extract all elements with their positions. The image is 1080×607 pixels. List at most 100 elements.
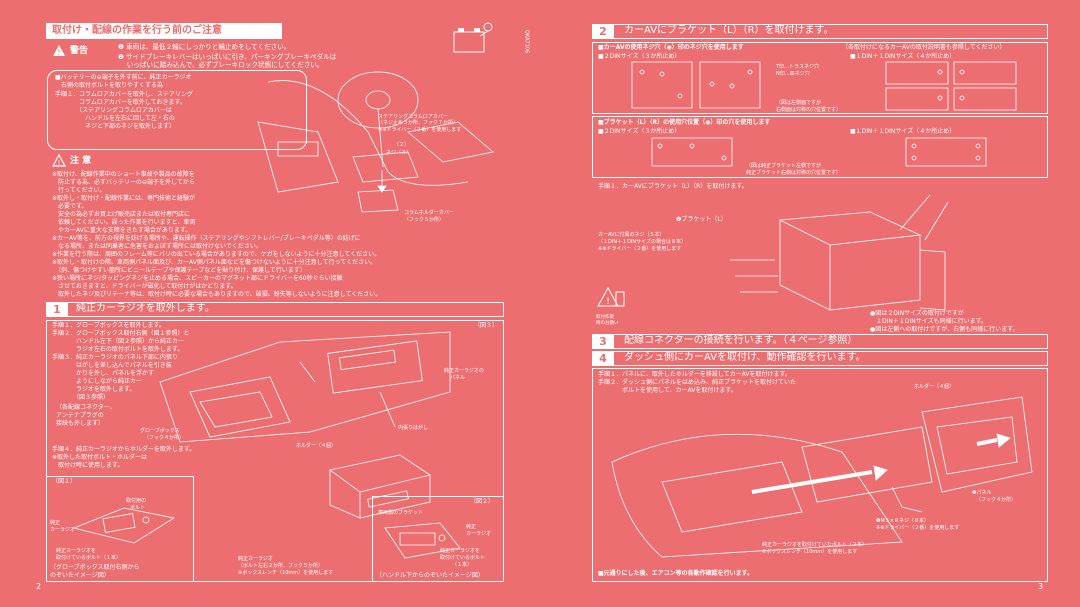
bracket-din2-illustration bbox=[652, 138, 732, 168]
fig-note-line: ●図は左側への取付けですが、右側も同様に行います。 bbox=[870, 326, 1019, 333]
fig2-bolt-label-line: （１本） bbox=[452, 562, 473, 568]
step4-number: 4 bbox=[592, 351, 614, 366]
battery-icon bbox=[446, 22, 494, 56]
steering-cover-label-line: ※⊕ドライバー（２番）を使用します bbox=[378, 127, 462, 133]
connector-line: （各配線コネクター、 bbox=[56, 404, 116, 411]
bracket-din11-illustration bbox=[906, 138, 986, 168]
panel-label-line: ❶パネル bbox=[972, 490, 992, 496]
svg-text:!: ! bbox=[606, 297, 610, 307]
warning-line: いっぱいに踏み込んで、必ずブレーキロック状態にしてください。 bbox=[118, 61, 324, 69]
fig1-caption-line: （グローブボックス取付右側から bbox=[50, 564, 140, 571]
step1-line: 手順１．グローブボックスを取外します。 bbox=[52, 322, 165, 329]
bracket-note-line: 純正ブラケット右側は対称の穴位置です） bbox=[746, 170, 842, 176]
radio-panel-label-line: パネル bbox=[450, 375, 466, 381]
step4-line: 取付け時に使用します。 bbox=[52, 462, 124, 469]
step4-title: ダッシュ側にカーAVを取付け、動作確認を行います。 bbox=[624, 352, 866, 363]
step4-frame bbox=[592, 368, 1048, 582]
small-warning-label-line: 時のお願い bbox=[596, 321, 619, 326]
step4-line: 手順１．パネルに、取外したホルダーを移設してカーAVを取付けます。 bbox=[598, 371, 791, 378]
screw-m5-label-line: ❸M５×８ネジ（８本） bbox=[876, 518, 929, 524]
step1-figure-frame bbox=[46, 320, 504, 582]
steering-column-illustration bbox=[258, 62, 508, 212]
battery-line: ネジと下部のネジを取外します） bbox=[55, 123, 176, 130]
caution-line: やカーAVに重大な支障をきたす場合があります。 bbox=[52, 227, 192, 234]
caution-full-line: ※取外し・取付けの際、車両側パネル面及び、カーAV側パネル面などを傷つけないよう… bbox=[52, 259, 377, 266]
steering-cover-label-line: （ネジ止め３か所、フック７か所） bbox=[378, 120, 459, 126]
screw-m5-label-line: ※⊕ドライバー（２番）を使用します bbox=[876, 525, 960, 531]
radio-panel-label-line: 純正カーラジオの bbox=[444, 368, 484, 374]
step1-number: 1 bbox=[46, 302, 68, 317]
small-warning-icon: ! bbox=[596, 286, 626, 307]
caution-badge: ! 注 意 bbox=[52, 154, 112, 168]
step4-line: 手順４．純正カーラジオからホルダーを取外します。 bbox=[52, 446, 196, 453]
screws-heading: ■カーAVの使用ネジ穴（◉）印のネジ穴を使用します bbox=[598, 44, 744, 51]
battery-line: ■バッテリーの⊖端子を外す前に、純正カーラジオ bbox=[55, 74, 192, 81]
svg-text:!: ! bbox=[57, 48, 60, 57]
glovebox-label-line: （フック４か所） bbox=[144, 435, 185, 441]
caution-line: 防止する為、必ずバッテリーの⊖端子を外してから bbox=[52, 179, 195, 186]
fig-note-line: １DIN＋１DINサイズも同様に行います。 bbox=[870, 318, 987, 325]
caution-label: 注 意 bbox=[70, 156, 92, 166]
column-holder-label-line: コラムホルダーカバー bbox=[404, 210, 454, 216]
step1-line: ラジオを取外します。 bbox=[52, 386, 136, 393]
battery-line: ハンドルを左右に回して左・右の bbox=[55, 115, 175, 122]
steering-cover-label-line: ステアリングコラムロアカバー bbox=[378, 114, 448, 120]
holder-label: ホルダー（４個） bbox=[914, 384, 955, 390]
fig1-caption-line: のぞいたイメージ図） bbox=[50, 572, 110, 579]
page-number: 3 bbox=[1038, 582, 1044, 591]
fig2-bracket-label: 車両側のブラケット bbox=[378, 510, 424, 516]
caution-full-line: 取外したネジ及びリテーナ等は、取付け時に必要な場合もありますので、破損、紛失等し… bbox=[52, 291, 382, 298]
step3-number: 3 bbox=[592, 334, 614, 349]
caution-line: ※取付け、配線作業中のショート事故や製品の故障を bbox=[52, 171, 195, 178]
step4-line: 手順２．ダッシュ側にパネルをはめ込み、純正ブラケットを取付けていた bbox=[598, 379, 797, 386]
step1-line: かりを外し、パネルを浮かす bbox=[52, 370, 155, 377]
small-warning-label-line: 取付作業 bbox=[596, 315, 614, 320]
step1-line: ラジオ左右の取付ボルトを取外します。 bbox=[52, 346, 184, 353]
header-banner bbox=[46, 23, 282, 39]
bracket-heading: ■ブラケット（L）（R）の使用穴位置（◉）印の穴を使用します bbox=[598, 119, 771, 126]
step1-line: はがしを差し込んでパネルを引き抜 bbox=[52, 362, 172, 369]
caution-triangle-icon: ! bbox=[52, 154, 66, 167]
fig2-caption: （ハンドル下からのぞいたイメージ図） bbox=[376, 572, 484, 579]
fig2-bolt-label-line: 取付けているボルト bbox=[440, 555, 486, 561]
battery-line: コラムロアカバーを取外しておきます。 bbox=[55, 99, 186, 106]
step4-line: ※取外した取付ボルト・ホルダーは bbox=[52, 454, 148, 461]
radio-bolts-label-line: （ボルト左右２か所、フック５か所） bbox=[238, 563, 324, 569]
screw-count-label: ネジ（３） bbox=[386, 150, 412, 156]
battery-line: 手順１．コラムロアカバーを取外し、ステアリング bbox=[55, 91, 193, 98]
step4-line: ボルトを使用して、カーAVを取付けます。 bbox=[598, 387, 737, 394]
page-number: 2 bbox=[36, 582, 42, 591]
warning-line: ❶ 車両は、最低２輪にしっかりと輪止めをしてください。 bbox=[118, 43, 291, 51]
warning-line: ❷ サイドブレーキレバーはいっぱいに引き、パーキングブレーキペダルは bbox=[118, 53, 337, 61]
final-note: ■元通りにした後、エアコン等の各動作確認を行います。 bbox=[598, 570, 754, 577]
radio-removal-illustration bbox=[160, 322, 460, 452]
fig1-illustration bbox=[64, 488, 184, 548]
din2-label: ■２DINサイズ（３か所止め） bbox=[598, 53, 681, 60]
battery-note-box bbox=[47, 70, 307, 150]
bracket-din11: ■１DIN＋１DINサイズ（４か所止め） bbox=[850, 128, 956, 135]
radio-unit-illustration bbox=[320, 450, 440, 520]
bracket-frame bbox=[592, 116, 1048, 178]
av-bracket-illustration bbox=[700, 190, 990, 330]
din11-unit-side bbox=[886, 62, 1016, 114]
fig1-bracket-label-line: 取付けているボルト（１本） bbox=[56, 555, 122, 561]
fig1-label: （図１） bbox=[52, 478, 77, 485]
step1-line: （図３参照） bbox=[52, 394, 110, 401]
pry-tool-label: 内張りはがし bbox=[398, 425, 429, 431]
caution-line: 依頼してください。誤った作業を行いますと、車両 bbox=[52, 219, 196, 226]
screw-count-label: （２） bbox=[394, 142, 410, 148]
caution-line: 安全の為必ずお買上げ販売店または取付専門店に bbox=[52, 211, 191, 218]
fig-note-line: ●図は２DINサイズの取付けですが bbox=[870, 310, 964, 317]
caution-line: ※取外し・取付け・配線作業には、専門技術と経験が bbox=[52, 195, 196, 202]
bracket-note-line: （図は純正ブラケット左側ですが bbox=[746, 163, 822, 169]
step1-line: ハンドル左下（図２参照）から純正カー bbox=[52, 338, 185, 345]
av-unit-side-left bbox=[632, 62, 692, 112]
caution-full-line: （例、傷つけやすい箇所にビニールテープや保護テープなどを貼り付け、保護して行いま… bbox=[52, 267, 306, 274]
fig1-bracket-label-line: 純正カーラジオを bbox=[56, 548, 96, 554]
fig2-frame bbox=[372, 496, 504, 582]
caution-full-line: ※カーAV等を、前方の視界を妨げる場所や、運転操作（ステアリングやシフトレバー/… bbox=[52, 235, 361, 242]
fig-note-left-line: 右側面は対称の穴位置です） bbox=[776, 107, 842, 113]
caution-line: 必要です。 bbox=[52, 203, 88, 210]
step3-title: 配線コネクターの接続を行います。（４ページ参照） bbox=[624, 335, 858, 346]
av-unit-side-right bbox=[700, 62, 760, 112]
